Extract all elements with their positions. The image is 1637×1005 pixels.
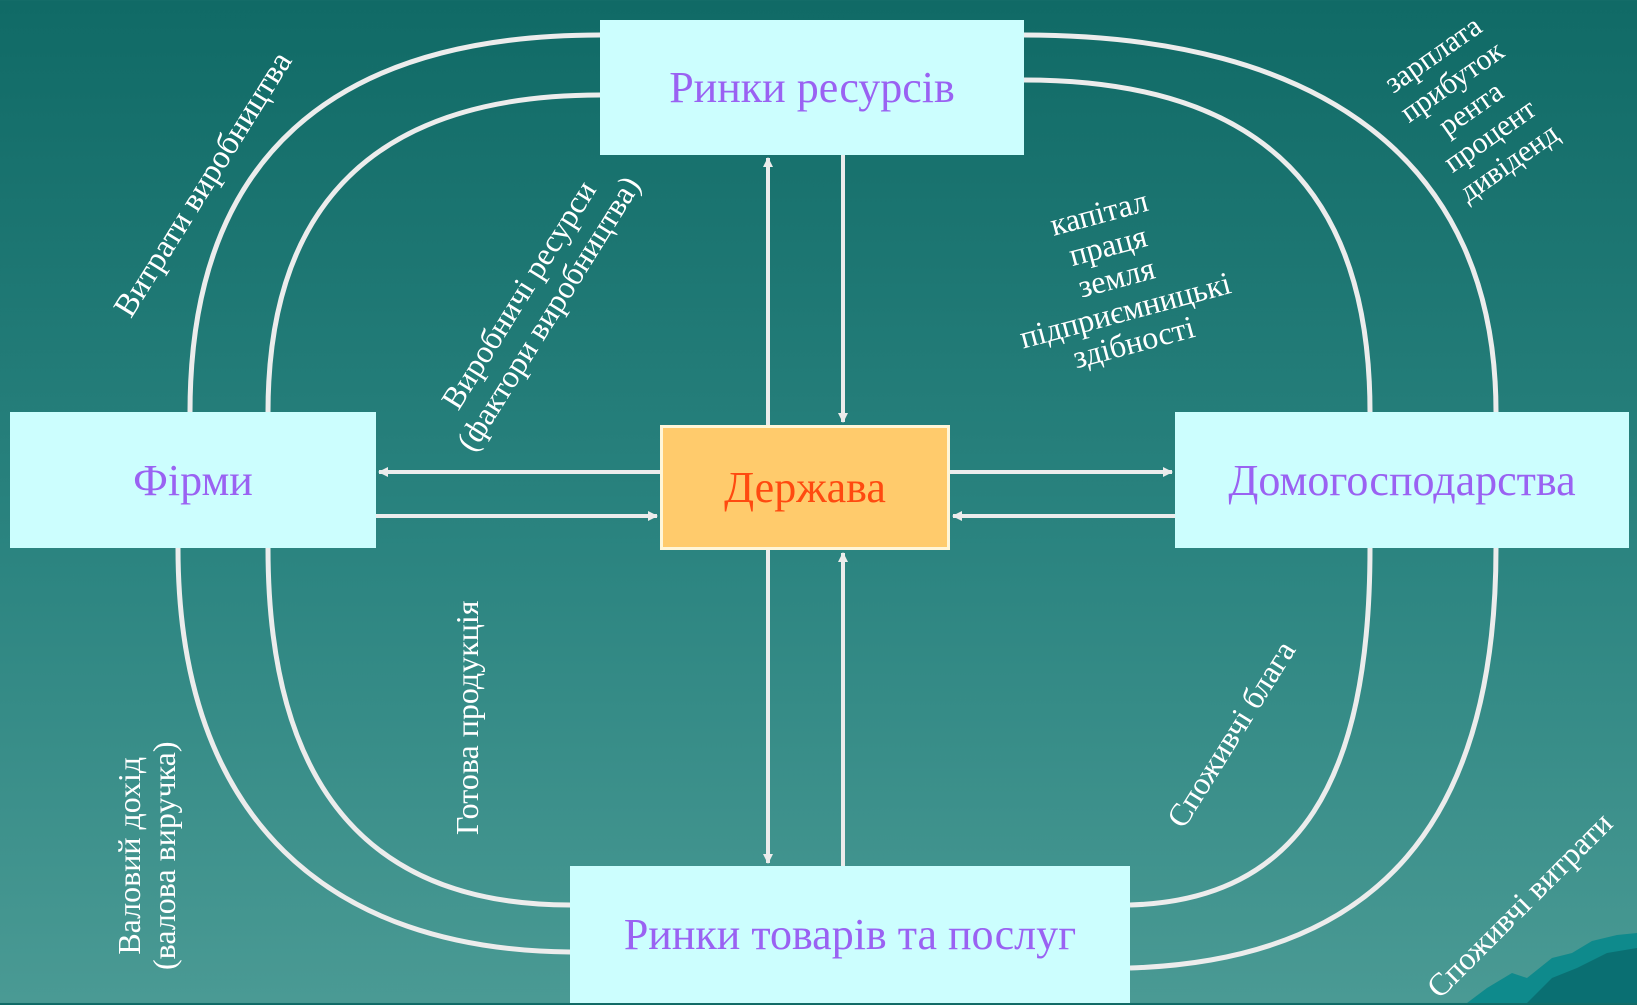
outer-loop-top-left [187,32,601,413]
inner-loop-bottom-left [265,547,571,908]
inner-loop-top-left [265,92,601,413]
goods-markets-box: Ринки товарів та послуг [570,866,1130,1003]
outer-loop-bottom-right [1129,547,1499,971]
mountain-decoration [1467,933,1637,1003]
finished-products-text: Готова продукція [449,600,485,835]
state-box: Держава [660,425,950,550]
outer-loop-top-right [1023,32,1499,413]
inner-loop-bottom-right [1129,547,1373,908]
households-box: Домогосподарства [1175,412,1629,548]
gross-income-line-2: (валова виручка) [145,741,182,970]
gross-income-line-1: Валовий дохід [111,756,147,955]
gross-income-label: Валовий дохід (валова виручка) [111,741,182,970]
resource-markets-box: Ринки ресурсів [600,20,1024,155]
inner-loop-top-right [1023,77,1373,413]
firms-box: Фірми [10,412,376,548]
outer-loop-bottom-left [175,547,571,955]
finished-products-label: Готова продукція [449,600,485,835]
